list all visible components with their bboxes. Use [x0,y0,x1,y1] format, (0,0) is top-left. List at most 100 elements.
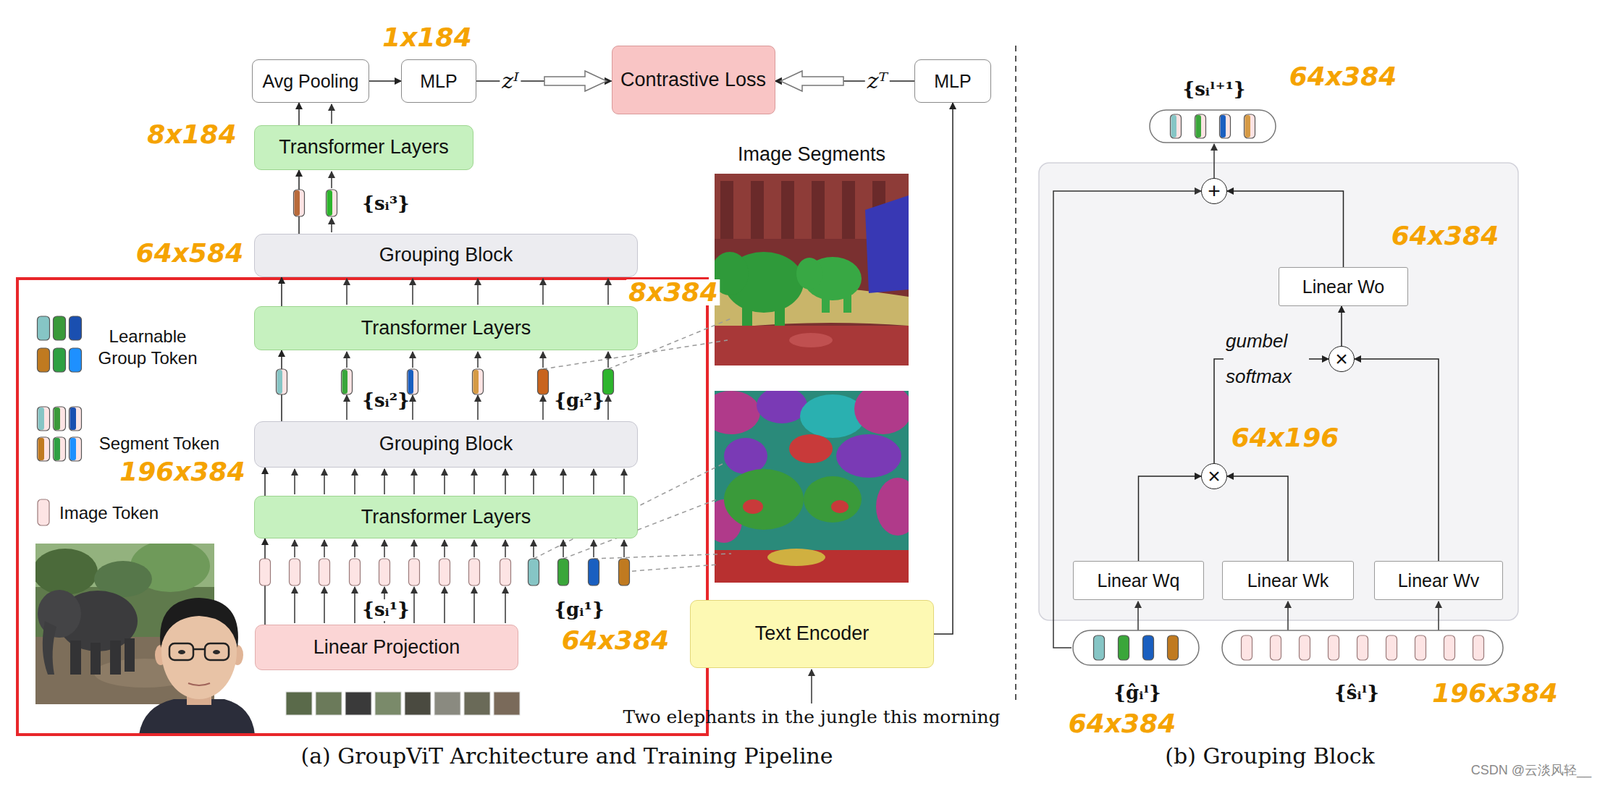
group-token [53,348,66,373]
token-arrow [354,540,356,558]
token-outline [1170,114,1182,139]
token-body [1118,635,1130,661]
token-arrow [443,587,446,624]
token-arrow [411,278,414,305]
token-body [1270,635,1282,661]
token-half [1196,115,1202,138]
dimension-note: 196x384 [119,459,246,486]
image-token [37,499,50,526]
token-arrow [473,587,475,624]
token-body [289,558,301,586]
token-arrow [532,469,535,495]
process-box: MLP [914,59,992,103]
image-token [1386,635,1398,661]
shape [90,642,101,675]
text-label: {ĝᵢˡ} [1113,682,1161,705]
shape [742,296,753,326]
dimension-note: 64x384 [561,627,669,654]
token-body [469,558,480,586]
box-label: Linear Projection [313,636,461,659]
image-token [379,558,391,586]
token-body [1167,635,1179,661]
token-arrow [542,351,544,368]
shape [767,548,826,567]
token-outline [53,437,66,462]
shape [841,180,856,239]
shape [124,638,135,672]
connector [369,80,402,82]
segment-token [1244,114,1256,139]
image-patch [434,692,461,716]
connector [1340,306,1343,347]
glasses [169,643,194,661]
token-body [500,558,512,586]
token-outline [293,189,305,217]
token-half [327,190,334,216]
group-token [53,316,66,341]
shape [110,640,121,675]
box-label: Grouping Block [379,432,514,456]
shape [774,296,785,326]
shape [789,434,833,464]
segment-token [69,437,82,462]
token-outline [326,189,338,217]
token-body [1143,635,1155,661]
group-token [588,558,600,586]
linear-box: Linear Wo [1278,267,1409,307]
segment-image [714,173,909,366]
projection-box: Linear Projection [254,624,519,671]
token-body [1170,114,1182,139]
shape [796,257,823,290]
caption: (a) GroupViT Architecture and Training P… [300,744,833,770]
token-arrow [542,395,544,420]
wire [1137,601,1139,631]
token-pill [1222,630,1503,666]
image-patch [493,692,520,716]
leader-line [624,564,719,572]
group-token [603,369,614,395]
shape [714,390,761,435]
segment-token [53,406,66,431]
image-token [289,558,301,586]
box-label: × [1335,348,1349,370]
dimension-note: 8x384 [626,279,720,306]
token-body [37,437,50,462]
segment-token [326,189,338,217]
group-token [37,316,50,341]
token-outline [69,437,82,462]
token-arrow [592,469,595,495]
token-arrow [293,540,296,558]
token-outline [1219,114,1231,139]
dimension-note: 8x184 [146,121,237,148]
token-arrow [293,587,296,624]
box-label: Transformer Layers [278,136,449,159]
image-token [259,558,271,586]
token-arrow [323,469,326,495]
connector [1227,476,1288,562]
token-arrow [330,104,333,124]
token-body [1328,635,1340,661]
edge-label: zᵀ [865,68,890,95]
token-arrow [562,540,564,558]
box-label: Avg Pooling [262,70,360,92]
shape [789,333,833,348]
group-token [619,558,630,586]
hollow-arrow [544,70,607,92]
token-arrow [473,469,475,495]
shape [212,650,221,655]
token-pill [1072,630,1199,666]
token-body [1386,635,1398,661]
text-label: Two elephants in the jungle this morning [622,707,1000,729]
linear-box: Linear Wq [1072,561,1204,601]
token-arrow [346,351,348,368]
segment-token [1170,114,1182,139]
image-patch [404,692,431,716]
box-label: + [1207,180,1221,202]
token-body [528,558,540,586]
token-arrow [623,540,625,558]
shape [178,650,186,655]
image-token [469,558,480,586]
token-body [276,369,288,395]
box-label: Linear Wq [1097,570,1181,592]
